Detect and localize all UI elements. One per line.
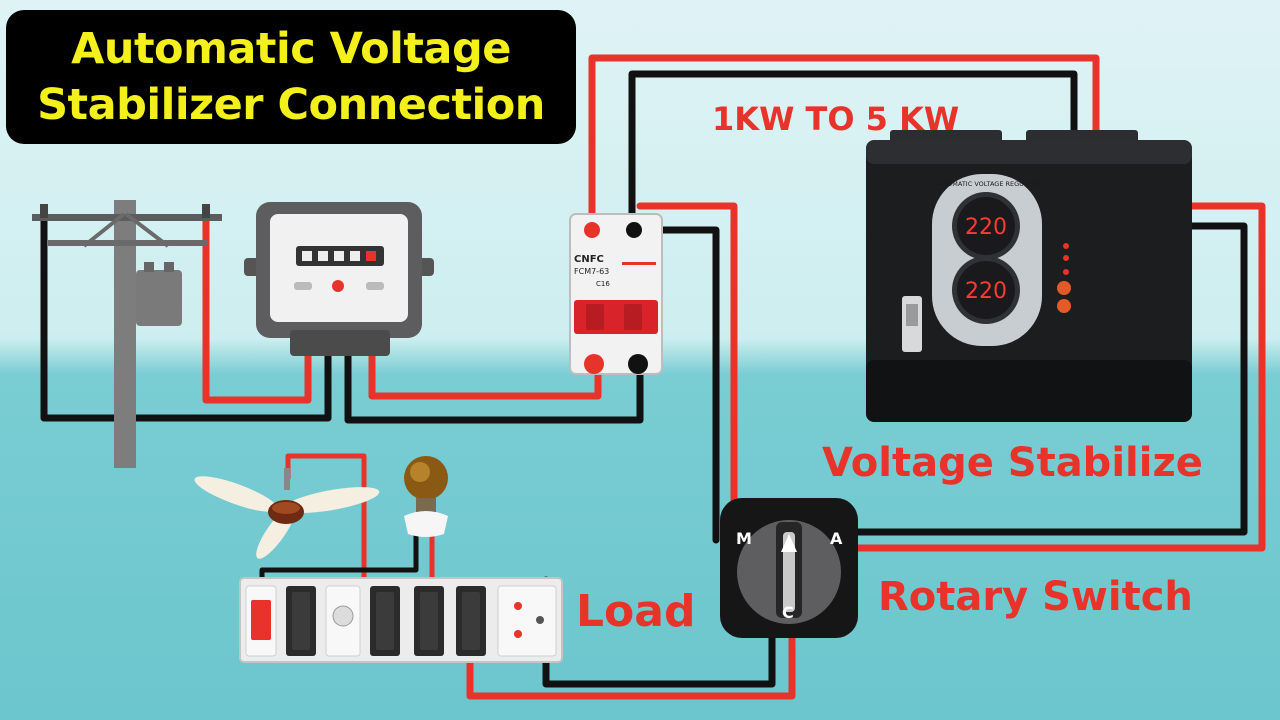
mcb-breaker-icon: CNFC FCM7-63 C16	[569, 213, 663, 375]
wire-meter-mcb-neutral	[344, 336, 644, 424]
wire-mcb-stab-phase	[588, 54, 1100, 232]
wire-pole-meter-phase	[202, 208, 312, 404]
wire-stab-rotary-neutral	[852, 222, 1248, 536]
mcb-top-terminal-phase	[584, 222, 600, 238]
wire-pole-meter-neutral	[40, 206, 332, 422]
wire-rotary-load-phase	[466, 624, 796, 700]
energy-meter-icon	[244, 202, 434, 356]
utility-pole-icon	[32, 200, 222, 468]
wire-stab-rotary-phase	[852, 202, 1266, 552]
switchboard-icon	[239, 577, 563, 663]
mcb-bottom-terminal-neutral	[628, 354, 648, 374]
load-label: Load	[576, 586, 696, 637]
rotary-terminal-auto: A	[830, 529, 843, 548]
title-line-1: Automatic Voltage	[71, 24, 511, 74]
rotary-switch-icon: M A C	[720, 498, 858, 638]
mcb-rating: C16	[596, 280, 610, 288]
mcb-model: FCM7-63	[574, 267, 609, 276]
wire-mcb-stab-neutral	[628, 70, 1078, 232]
mcb-top-terminal-neutral	[626, 222, 642, 238]
light-bulb-icon	[404, 456, 448, 537]
mcb-brand: CNFC	[574, 254, 604, 265]
rotary-switch-label: Rotary Switch	[878, 574, 1193, 620]
wire-fan-feed	[285, 453, 367, 589]
stabilizer-display-output: 220	[965, 279, 1007, 304]
mcb-bottom-terminal-phase	[584, 354, 604, 374]
stabilizer-display-input: 220	[965, 215, 1007, 240]
stabilizer-panel-title: AUTOMATIC VOLTAGE REGULATOR	[934, 180, 1046, 188]
wire-mcb-rotary-neutral	[644, 226, 720, 544]
voltage-stabilizer-icon: AUTOMATIC VOLTAGE REGULATOR 220 220	[866, 130, 1192, 422]
rotary-terminal-main: M	[736, 529, 752, 548]
ceiling-fan-icon	[194, 468, 380, 559]
stabilizer-label: Voltage Stabilize	[822, 440, 1203, 486]
wire-mcb-rotary-phase	[636, 202, 738, 540]
power-range-label: 1KW TO 5 KW	[712, 100, 960, 138]
title-line-2: Stabilizer Connection	[37, 80, 545, 130]
wire-meter-mcb-phase	[368, 336, 602, 400]
rotary-terminal-common: C	[782, 603, 794, 622]
title-banner: Automatic Voltage Stabilizer Connection	[6, 10, 576, 144]
